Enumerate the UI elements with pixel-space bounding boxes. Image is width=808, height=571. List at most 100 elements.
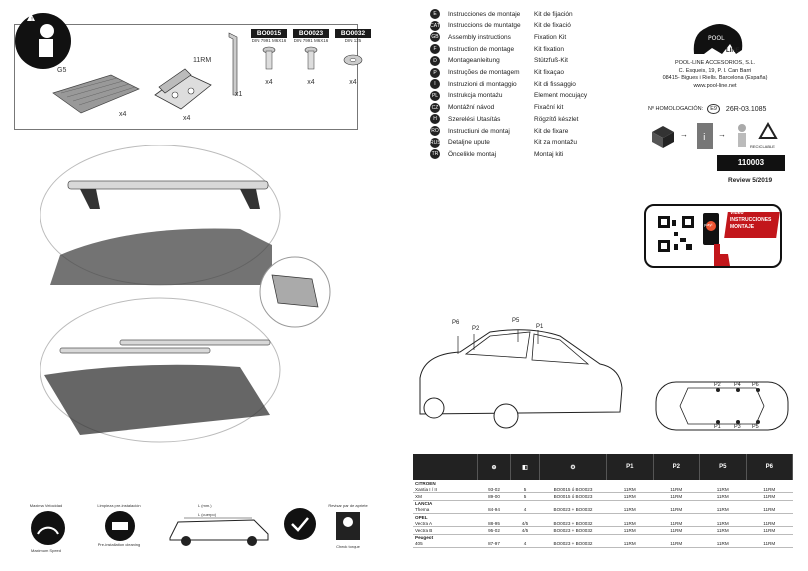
header-p6: P6 [746, 454, 793, 480]
language-row: RUS Detaljne upute Kit za montažu [430, 137, 577, 149]
company-address: POOL-LINE ACCESORIOS, S.L. C. Esqueis, 1… [640, 60, 790, 90]
cell-p6: 11RM [746, 486, 793, 494]
product-code: 110003 [717, 155, 785, 171]
table-brand-row: CITROEN [413, 480, 793, 486]
flag-icon: CZ [430, 102, 440, 113]
screw-qty: x4 [265, 79, 273, 86]
brand-name: Peugeot [415, 535, 434, 541]
instruction-title: Öncelikle montaj [448, 150, 497, 158]
kit-name: Kit de fijación [534, 10, 573, 18]
cell-p6: 11RM [746, 540, 793, 548]
cleaning-label: Limpieza pre-instalación [97, 503, 141, 508]
homologation-mark: E9 [707, 104, 720, 114]
rubber-pad-icon [52, 74, 140, 114]
warning-person-icon: ! [15, 13, 71, 69]
car-perspective-drawing [419, 329, 623, 429]
kit-name: Montaj kiti [534, 150, 564, 158]
cell-p6: 11RM [746, 520, 793, 528]
rm-qty: x4 [183, 115, 191, 122]
cell-p1: 11RM [606, 540, 653, 548]
company-street: C. Esqueis, 19, P. I. Can Barri [678, 67, 752, 74]
cell-p2: 11RM [653, 486, 700, 494]
torque-label: Revisar par de apriete [328, 503, 368, 508]
company-name: POOL-LINE ACCESORIOS, S.L. [674, 60, 756, 66]
torque-label-en: Check torque [336, 544, 360, 549]
screw-code: BO0015 [251, 29, 287, 38]
box-icon [652, 126, 674, 148]
cell-p5: 11RM [699, 520, 746, 528]
speedometer-icon [31, 511, 65, 545]
header-p2: P2 [653, 454, 700, 480]
table-brand-row: Peugeot [413, 534, 793, 541]
top-p4-label: P4 [734, 382, 741, 388]
cell-doors: 4 [510, 540, 540, 548]
washer-code: BO0032 [335, 29, 371, 38]
recycle-row: → i → RECICLABLE [646, 120, 786, 152]
header-bolts-icon: ⚙ [539, 454, 607, 480]
cell-p5: 11RM [699, 506, 746, 514]
cell-bolts: BO0023 + BO0032 [539, 520, 607, 528]
cell-doors: 4/5 [510, 526, 540, 535]
homologation-number: 26R-03.1085 [725, 105, 767, 113]
car-top-view-drawing [655, 381, 789, 431]
washer-qty: x4 [349, 79, 357, 86]
cell-model: Vectra A [413, 520, 478, 528]
roof-rack-illustrations [40, 145, 331, 443]
cell-p2: 11RM [653, 492, 700, 501]
rm-label: 11RM [193, 57, 212, 64]
kit-name: Element mocujący [534, 92, 588, 100]
instruction-title: Detaljne upute [448, 139, 490, 147]
cell-model: Thema [413, 506, 478, 514]
flag-icon: E [430, 9, 440, 19]
cell-p5: 11RM [699, 492, 746, 501]
qr-code-icon[interactable] [656, 214, 696, 254]
instruction-title: Instruções de montagem [448, 69, 520, 76]
kit-name: Rögzítő készlet [534, 115, 579, 123]
instruction-title: Instructiuni de montaj [448, 127, 510, 135]
kit-name: Fixační kit [534, 104, 564, 112]
top-p1-label: P1 [714, 424, 721, 430]
video-line1: Video [730, 210, 744, 216]
kit-name: Kit za montažu [534, 139, 577, 147]
flag-icon: P [430, 67, 440, 78]
flag-icon: TR [430, 149, 440, 160]
cell-p6: 11RM [746, 492, 793, 501]
washer-bo0032: BO0032 DIN 125 x4 [335, 29, 371, 86]
brand-name: OPEL [415, 514, 428, 520]
kit-name: Kit de fixare [534, 127, 569, 135]
brand-name: LANCIA [415, 501, 433, 507]
washer-din: DIN 125 [344, 38, 362, 43]
flag-icon: RO [430, 126, 440, 136]
brand-name: CITROEN [415, 480, 436, 486]
flag-icon: H [430, 114, 440, 125]
parts-box: ! G5 x4 11RM x4 x1 BO0015 DIN 7991 M6X16… [14, 13, 371, 130]
video-qr-box[interactable]: play! Video INSTRUCCIONES MONTAJE [644, 204, 782, 268]
car-side-distance-icon [169, 517, 269, 546]
check-bars-icon [284, 508, 316, 540]
kit-name: Stützfuß-Kit [534, 57, 568, 65]
screw-bo0015: BO0015 DIN 7991 M6X16 x4 [251, 29, 287, 86]
flag-icon: GB [430, 32, 440, 43]
instruction-title: Assembly instructions [448, 33, 511, 41]
homologation: Nº HOMOLOGACIÓN: E9 26R-03.1085 [648, 100, 788, 118]
key-qty: x1 [235, 91, 243, 98]
bottom-icons: Maxima Velocidad Maximum Speed Limpieza … [14, 500, 368, 566]
flag-icon: CAT [430, 20, 440, 31]
header-p1: P1 [606, 454, 654, 480]
cell-p1: 11RM [606, 520, 653, 528]
cell-p5: 11RM [699, 526, 746, 535]
cell-p1: 11RM [606, 526, 653, 535]
g5-label: G5 [57, 67, 67, 74]
flag-icon: RUS [430, 137, 441, 148]
screw-din: DIN 7991 M6X16 [293, 38, 329, 43]
